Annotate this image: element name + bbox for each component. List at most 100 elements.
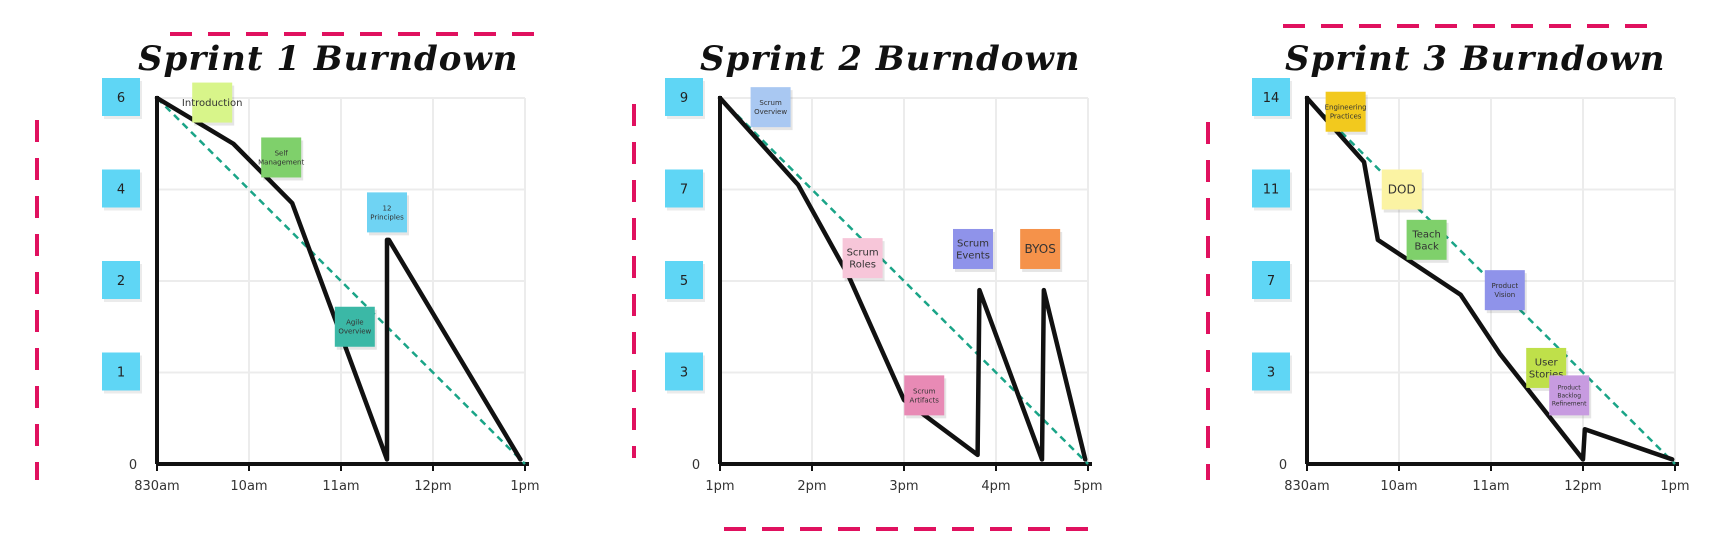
sticky-note-text-line: Scrum: [913, 387, 936, 395]
actual-burndown-line: [1304, 95, 1675, 462]
sticky-note-paper: [953, 228, 993, 269]
y-tag-note: [1252, 261, 1290, 299]
y-tick-label: 6: [117, 91, 125, 106]
y-tick-label: 4: [117, 183, 125, 198]
sticky-note-text: BYOS: [1025, 242, 1056, 256]
sticky-note-text-line: Principles: [370, 213, 404, 221]
y-tick-label: 0: [692, 458, 700, 473]
sticky-note-text-line: Artifacts: [910, 396, 940, 404]
x-tick-label: 11am: [322, 479, 359, 494]
x-tick-label: 2pm: [797, 479, 826, 494]
x-tick-label: 12pm: [414, 479, 451, 494]
sticky-note-text-line: Self: [275, 149, 289, 157]
y-tick-label: 14: [1263, 91, 1280, 106]
sticky-note: DOD: [1381, 169, 1424, 213]
ideal-burndown-line: [719, 97, 1089, 465]
sticky-note-paper: [750, 87, 791, 128]
sticky-note-text-line: Overview: [754, 108, 787, 116]
x-tick-label: 5pm: [1073, 479, 1102, 494]
sticky-note-text-line: Scrum: [957, 238, 989, 249]
grid: [155, 96, 529, 466]
sticky-note-text: Introduction: [182, 98, 243, 109]
x-tick-label: 830am: [1284, 479, 1329, 494]
sticky-note-paper: [1484, 270, 1525, 311]
x-tick-label: 4pm: [981, 479, 1010, 494]
sticky-note-paper: [842, 238, 883, 279]
sticky-note-text-line: Vision: [1494, 291, 1515, 299]
y-tick-label: 5: [680, 274, 688, 289]
sticky-note-paper: [367, 192, 407, 233]
sticky-note-paper: [192, 82, 233, 123]
sticky-note-text-line: Back: [1414, 241, 1438, 252]
chart-title: Sprint 2 Burndown: [700, 39, 1080, 79]
y-tag-note: [665, 261, 703, 299]
sticky-note-text-line: Backlog: [1557, 392, 1581, 399]
x-tick-label: 12pm: [1564, 479, 1601, 494]
sticky-note-paper: [1549, 375, 1590, 416]
y-tag-note: [665, 352, 703, 391]
y-tag-note: [665, 78, 703, 116]
sticky-note-paper: [904, 375, 945, 416]
x-tick-label: 10am: [230, 479, 267, 494]
sticky-note-paper: [1406, 219, 1447, 260]
y-tick-label: 2: [117, 274, 125, 289]
y-tag-note: [1252, 78, 1290, 116]
y-tick-label: 3: [1267, 366, 1275, 381]
y-tag-note: [1252, 352, 1290, 391]
series: [1304, 95, 1676, 465]
sticky-note-paper: [1325, 91, 1366, 132]
actual-burndown-line: [154, 95, 523, 462]
y-tag-note: [102, 169, 140, 208]
sticky-note-text-line: Introduction: [182, 98, 243, 109]
series: [717, 95, 1089, 465]
y-tick-label: 7: [1267, 274, 1275, 289]
x-tick-label: 1pm: [1660, 479, 1689, 494]
y-tick-label: 1: [117, 366, 125, 381]
ideal-burndown-line: [1306, 97, 1676, 465]
y-tag-note: [102, 78, 140, 116]
y-tag-note: [665, 169, 703, 208]
y-tick-label: 3: [680, 366, 688, 381]
x-tick-label: 3pm: [889, 479, 918, 494]
sticky-note-paper: [261, 137, 302, 178]
sticky-note-text-line: Roles: [849, 260, 876, 271]
sticky-note-text-line: Management: [258, 158, 304, 166]
sticky-note: Introduction: [182, 82, 243, 126]
chart-title: Sprint 1 Burndown: [138, 39, 518, 79]
sticky-note-text-line: User: [1535, 357, 1559, 368]
grid: [718, 96, 1092, 466]
series: [154, 95, 526, 465]
x-tick-label: 10am: [1380, 479, 1417, 494]
